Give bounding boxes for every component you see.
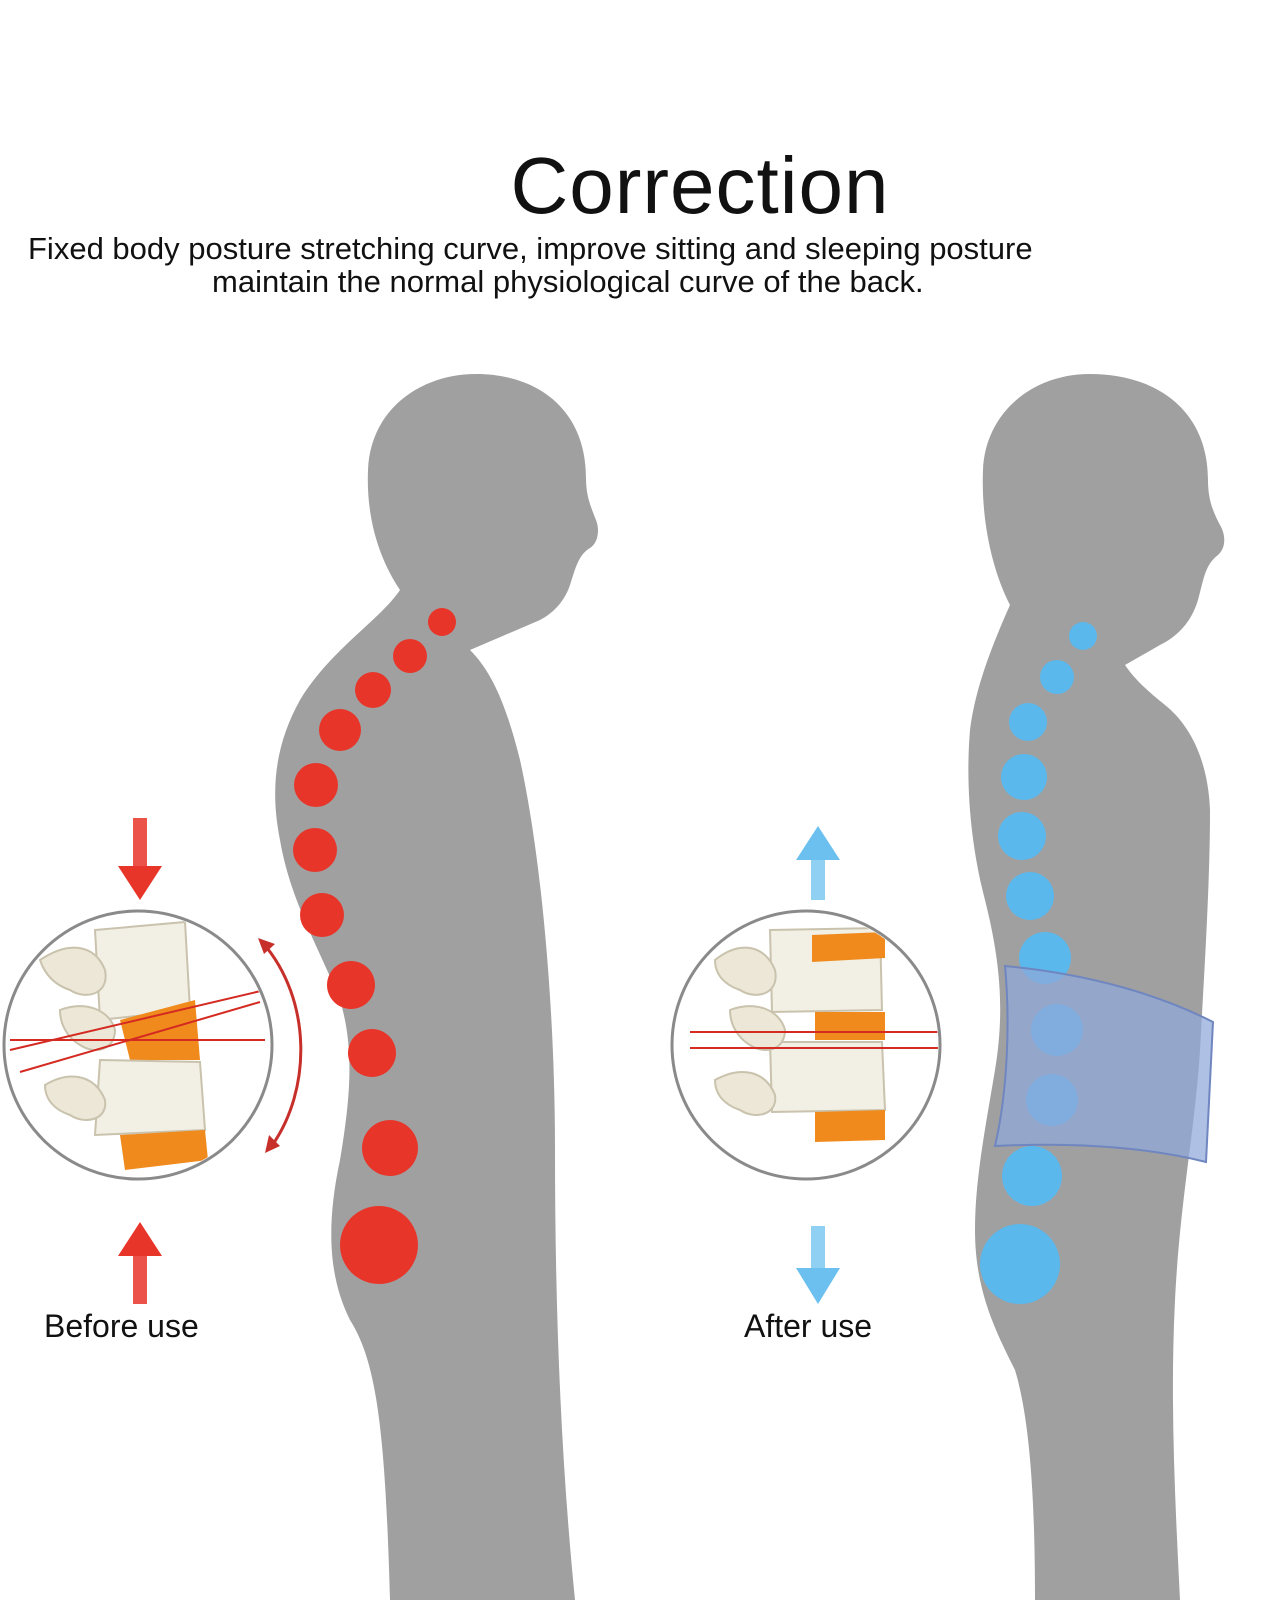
spine-dot	[1040, 660, 1074, 694]
before-use-label: Before use	[44, 1308, 199, 1344]
spine-dot	[393, 639, 427, 673]
spine-dot	[998, 812, 1046, 860]
arrow-up-icon	[796, 826, 840, 900]
spine-dot	[1002, 1146, 1062, 1206]
spine-dot	[319, 709, 361, 751]
arrow-down-icon	[118, 818, 162, 900]
page-title: Correction	[510, 141, 890, 230]
spine-dot	[340, 1206, 418, 1284]
silhouette-before	[275, 374, 598, 1600]
spine-closeup-after	[670, 909, 942, 1181]
curved-double-arrow-icon	[258, 938, 303, 1153]
spine-dot	[1006, 872, 1054, 920]
spine-dot	[348, 1029, 396, 1077]
spine-dot	[980, 1224, 1060, 1304]
spine-dots-before	[293, 608, 456, 1284]
spine-dot	[1069, 622, 1097, 650]
spine-dot	[1001, 754, 1047, 800]
arrow-down-icon	[796, 1226, 840, 1304]
spine-dot	[327, 961, 375, 1009]
spine-closeup-before	[2, 909, 274, 1181]
subtitle: Fixed body posture stretching curve, imp…	[28, 232, 1263, 298]
subtitle-line-2: maintain the normal physiological curve …	[212, 264, 924, 299]
back-brace	[993, 964, 1215, 1164]
spine-dot	[293, 828, 337, 872]
spine-dot	[300, 893, 344, 937]
subtitle-line-1: Fixed body posture stretching curve, imp…	[28, 231, 1033, 266]
spine-dot	[294, 763, 338, 807]
spine-dot	[355, 672, 391, 708]
spine-dot	[428, 608, 456, 636]
after-use-label: After use	[744, 1308, 873, 1344]
spine-dot	[362, 1120, 418, 1176]
arrow-up-icon	[118, 1222, 162, 1304]
spine-dot	[1009, 703, 1047, 741]
